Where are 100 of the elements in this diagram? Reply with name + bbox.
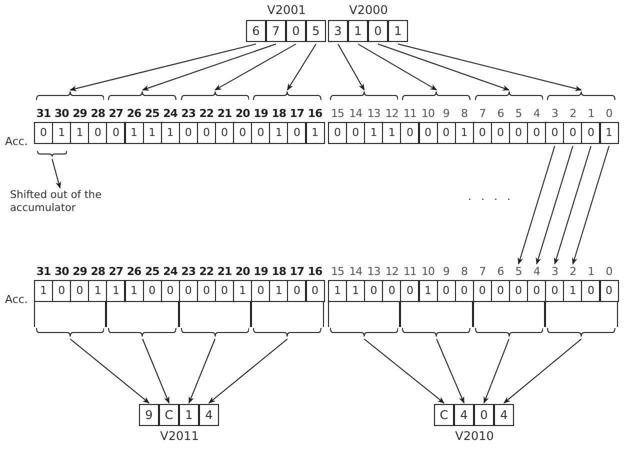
bit-cell: 0 — [400, 280, 420, 302]
bit-number: 18 — [270, 107, 287, 121]
digit-cell: 9 — [139, 404, 159, 426]
ellipsis-text: . . . . — [468, 190, 514, 203]
bit-number: 10 — [420, 107, 436, 121]
register-label: V2001 — [266, 2, 307, 18]
bit-cell: 1 — [306, 122, 325, 144]
row-label: Acc. — [5, 293, 28, 306]
bit-number: 1 — [586, 265, 596, 279]
arrow — [554, 146, 592, 265]
curly-brace — [253, 328, 322, 337]
bit-number: 30 — [53, 107, 70, 121]
bit-cell: 0 — [328, 122, 348, 144]
bit-number: 30 — [53, 265, 70, 279]
arrow — [70, 338, 150, 404]
bit-cell: 1 — [106, 280, 126, 302]
bit-cell: 1 — [124, 280, 144, 302]
arrow — [208, 338, 288, 404]
bit-number: 4 — [532, 107, 541, 121]
bit-number: 25 — [144, 265, 160, 279]
curly-brace — [36, 328, 104, 337]
bit-number: 15 — [330, 265, 346, 279]
bit-number: 20 — [234, 107, 251, 121]
digit-cell: 1 — [348, 20, 368, 42]
bit-cell: 0 — [215, 122, 234, 144]
curly-brace — [180, 91, 250, 100]
bit-number: 9 — [442, 107, 450, 121]
bit-cell: 0 — [306, 280, 325, 302]
bit-number: 0 — [604, 265, 614, 279]
bit-cell: 1 — [34, 280, 54, 302]
curly-brace — [402, 328, 471, 337]
bit-cell: 1 — [454, 122, 474, 144]
bit-number: 0 — [604, 107, 614, 121]
bit-cell: 0 — [472, 122, 492, 144]
bit-number: 24 — [162, 265, 178, 279]
curly-brace — [402, 91, 471, 100]
arrow — [214, 44, 296, 90]
digit-cell: 6 — [246, 20, 266, 42]
bit-cell: 0 — [142, 280, 162, 302]
digit-cell: 1 — [388, 20, 408, 42]
bit-cell: 0 — [178, 122, 198, 144]
curly-brace — [330, 91, 398, 100]
bit-cell: 0 — [52, 280, 72, 302]
arrow — [142, 44, 276, 91]
digit-cell: 0 — [474, 404, 494, 426]
digit-cell: 0 — [286, 20, 306, 42]
arrow — [536, 146, 574, 265]
bit-number: 29 — [72, 107, 88, 121]
bit-number: 27 — [108, 265, 124, 279]
arrow — [364, 338, 445, 404]
bit-cell: 0 — [545, 280, 564, 302]
bit-number: 26 — [126, 107, 142, 121]
bit-number: 1 — [586, 107, 596, 121]
bit-number: 21 — [216, 107, 233, 121]
bit-cell: 0 — [196, 122, 216, 144]
bit-cell: 1 — [52, 122, 72, 144]
digit-cell: C — [159, 404, 179, 426]
bit-cell: 0 — [472, 280, 492, 302]
bit-cell: 0 — [233, 122, 252, 144]
arrow — [70, 44, 256, 92]
bit-number: 18 — [270, 265, 287, 279]
bit-number: 7 — [478, 265, 487, 279]
arrow — [378, 44, 510, 91]
bit-number: 2 — [568, 265, 578, 279]
bit-number: 6 — [496, 107, 505, 121]
arrow — [286, 44, 316, 91]
digit-cell: 3 — [328, 20, 348, 42]
bit-cell: 0 — [509, 122, 528, 144]
row-label: Acc. — [5, 135, 28, 148]
bit-cell: 1 — [269, 280, 288, 302]
bit-cell: 1 — [600, 122, 619, 144]
bit-cell: 0 — [581, 280, 600, 302]
bit-number: 3 — [550, 107, 559, 121]
register-label: V2010 — [454, 428, 495, 444]
curly-brace — [474, 91, 544, 100]
digit-cell: C — [434, 404, 454, 426]
arrow — [142, 338, 170, 404]
bit-number: 4 — [532, 265, 541, 279]
bit-cell: 0 — [382, 280, 402, 302]
bit-cell: 0 — [436, 280, 456, 302]
bit-cell: 0 — [160, 280, 180, 302]
bit-cell: 1 — [233, 280, 252, 302]
bit-cell: 1 — [563, 280, 582, 302]
arrow — [338, 44, 365, 91]
bit-cell: 0 — [436, 122, 456, 144]
empty-box — [106, 301, 179, 327]
bit-cell: 1 — [364, 122, 384, 144]
bit-cell: 1 — [328, 280, 348, 302]
digit-cell: 4 — [199, 404, 219, 426]
bit-cell: 0 — [527, 280, 546, 302]
digit-cell: 1 — [179, 404, 199, 426]
bit-number: 5 — [514, 107, 523, 121]
bit-cell: 0 — [70, 280, 90, 302]
bit-number: 10 — [420, 265, 436, 279]
arrow — [572, 146, 610, 265]
bit-cell: 0 — [287, 280, 306, 302]
arrow — [398, 44, 582, 92]
bit-cell: 0 — [545, 122, 564, 144]
bit-number: 31 — [35, 107, 52, 121]
bit-number: 29 — [72, 265, 88, 279]
